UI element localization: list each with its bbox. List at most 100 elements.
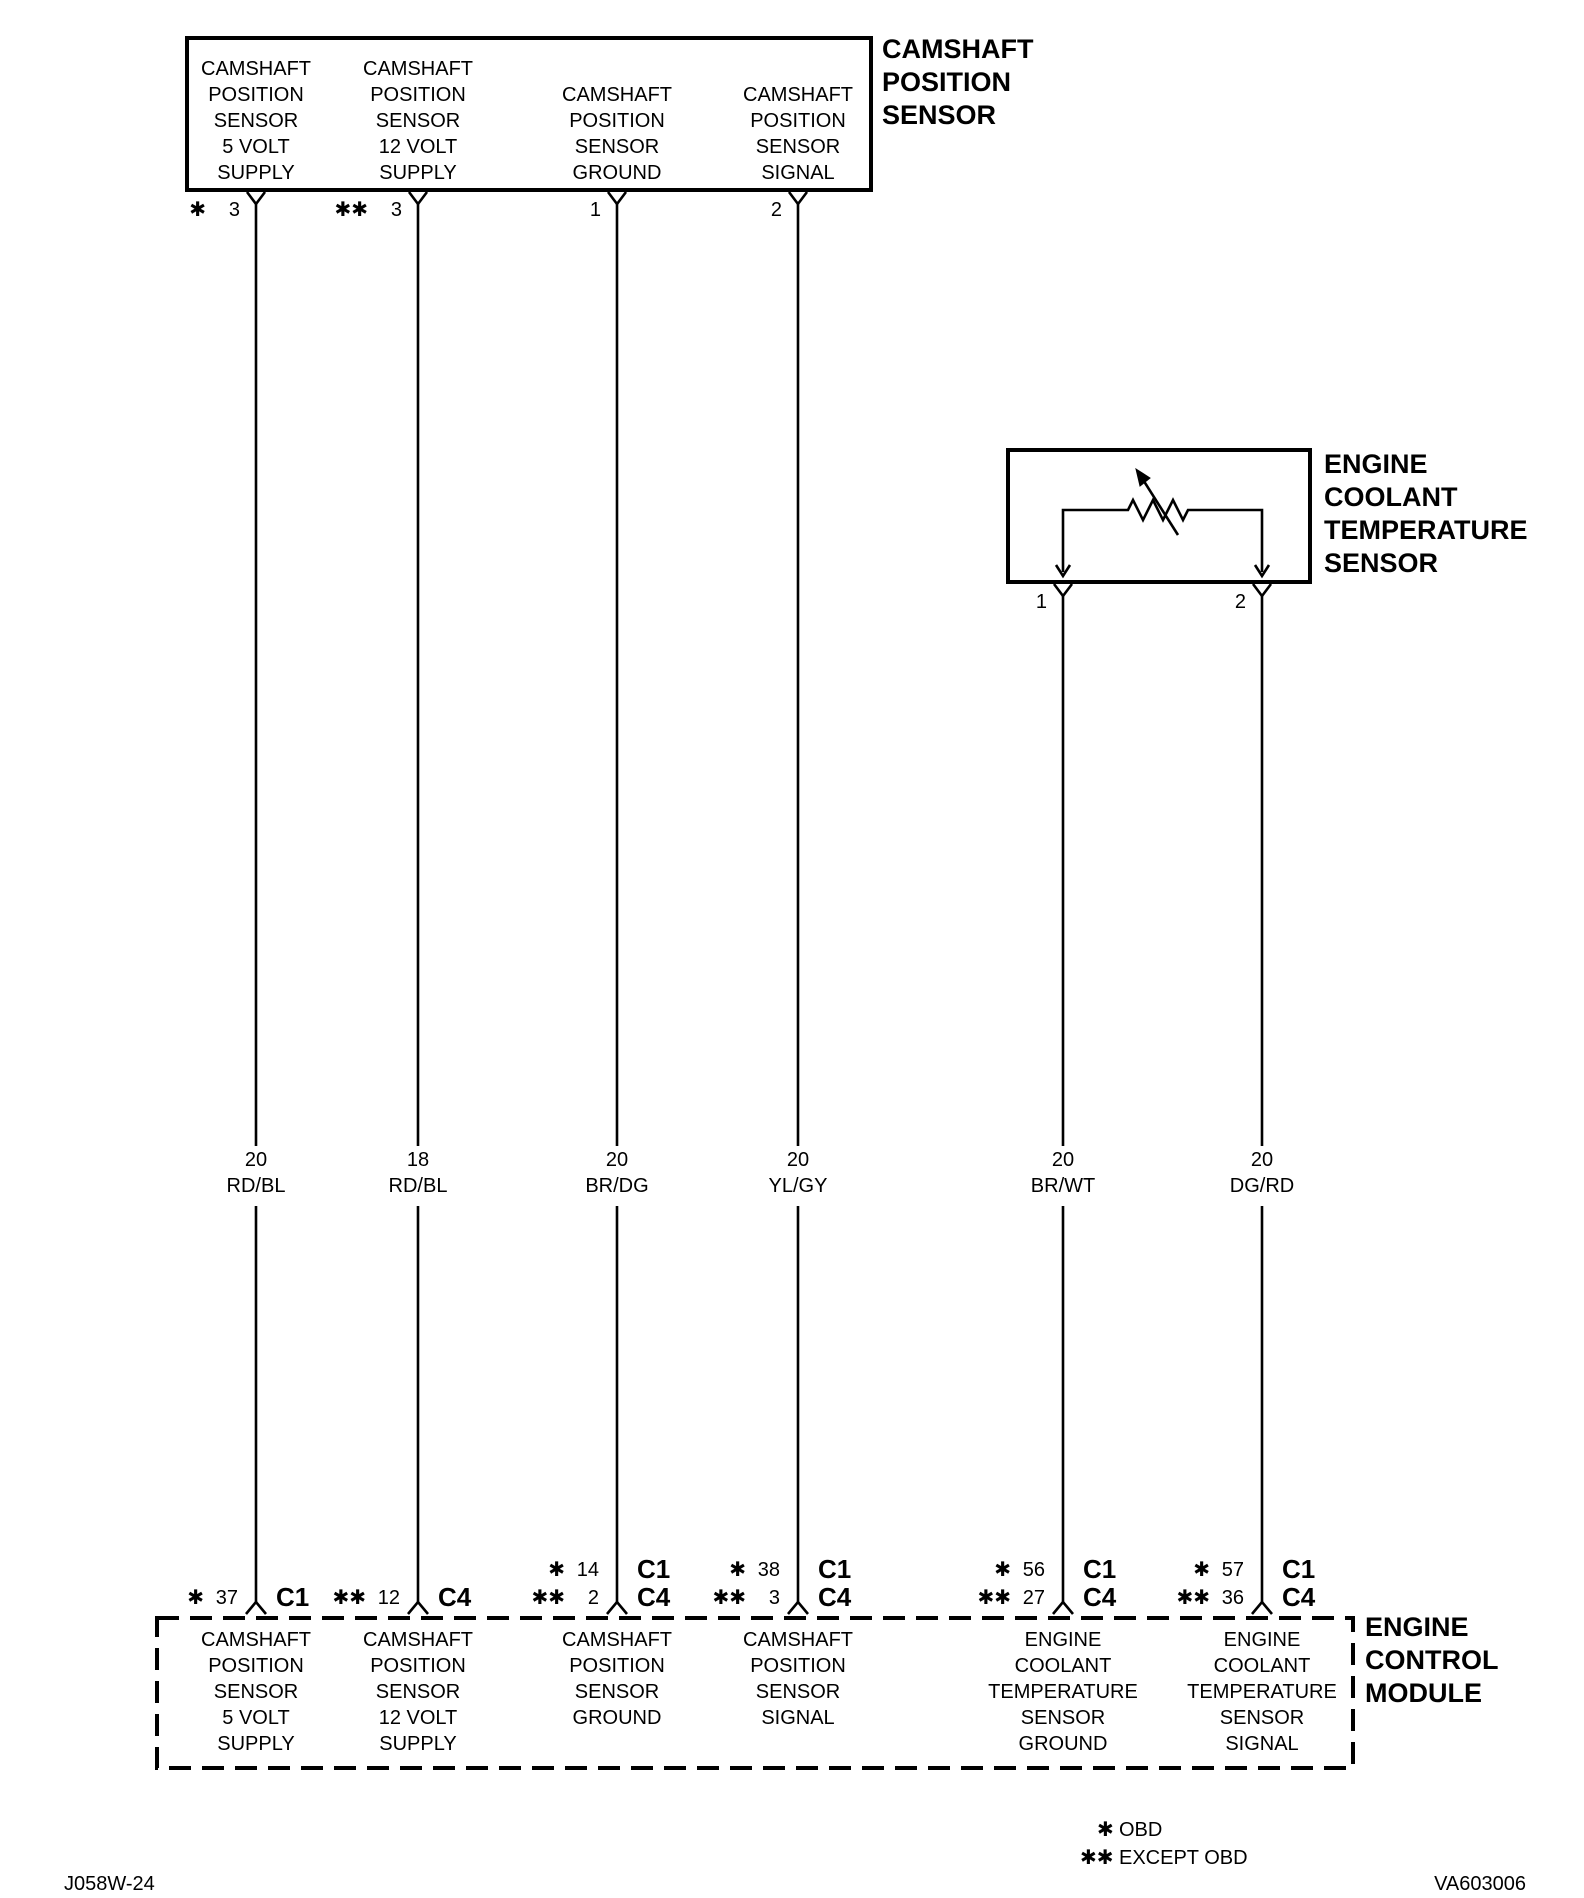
- wire-color: RD/BL: [227, 1175, 286, 1197]
- cmp-pin-label-line: SUPPLY: [217, 162, 294, 184]
- ecm-pin-mark: ✱✱: [1176, 1587, 1210, 1609]
- ect-title-line: TEMPERATURE: [1324, 515, 1528, 545]
- cmp-pin-number: 2: [771, 199, 782, 221]
- ecm-terminal-label-line: 5 VOLT: [222, 1707, 289, 1729]
- thermistor-symbol: [1054, 467, 1271, 579]
- ecm-terminal-label-line: SENSOR: [575, 1681, 659, 1703]
- ecm-connector-id: C1: [1083, 1554, 1116, 1584]
- cmp-pin-label-line: SENSOR: [575, 136, 659, 158]
- ect-sensor-box: [1006, 448, 1312, 584]
- wire-color: YL/GY: [769, 1175, 828, 1197]
- ecm-terminal-label-line: SUPPLY: [217, 1733, 294, 1755]
- connector-chevron: [407, 191, 429, 207]
- connector-chevron: [245, 1599, 267, 1615]
- wire-gauge: 20: [606, 1149, 628, 1171]
- ecm-pin-mark: ✱✱: [712, 1587, 746, 1609]
- ecm-pin-mark: ✱: [994, 1559, 1011, 1581]
- ecm-terminal-label-line: GROUND: [1019, 1733, 1108, 1755]
- ect-pin-number: 2: [1235, 591, 1246, 613]
- ecm-pin-mark: ✱✱: [332, 1587, 366, 1609]
- cmp-pin-label-line: CAMSHAFT: [743, 84, 853, 106]
- ect-title-line: ENGINE: [1324, 449, 1428, 479]
- ecm-box: [155, 1616, 1355, 1770]
- ecm-terminal-label-line: SUPPLY: [379, 1733, 456, 1755]
- cmp-pin-label-line: CAMSHAFT: [363, 58, 473, 80]
- ecm-pin-mark: ✱✱: [531, 1587, 565, 1609]
- cmp-title-line: SENSOR: [882, 100, 996, 130]
- cmp-pin-label-line: CAMSHAFT: [201, 58, 311, 80]
- connector-chevron: [787, 1599, 809, 1615]
- cmp-pin-label-line: SENSOR: [376, 110, 460, 132]
- ect-pin-number: 1: [1036, 591, 1047, 613]
- ecm-pin-mark: ✱: [548, 1559, 565, 1581]
- connector-chevron: [407, 1599, 429, 1615]
- wires: 20RD/BL18RD/BL20BR/DG20YL/GY20BR/WT20DG/…: [227, 191, 1294, 1615]
- ecm-terminal-label-line: ENGINE: [1025, 1629, 1102, 1651]
- ecm-terminal-label-line: POSITION: [750, 1655, 846, 1677]
- cmp-sensor-box: [185, 36, 873, 192]
- cmp-title-line: CAMSHAFT: [882, 34, 1034, 64]
- ecm-terminal-label-line: POSITION: [370, 1655, 466, 1677]
- ecm-terminal-label-line: SENSOR: [214, 1681, 298, 1703]
- wire-color: BR/WT: [1031, 1175, 1095, 1197]
- connector-chevron: [787, 191, 809, 207]
- ecm-terminal-label-line: 12 VOLT: [379, 1707, 458, 1729]
- legend-mark-obd: ✱: [1097, 1819, 1114, 1841]
- ecm-terminal-label-line: SENSOR: [1220, 1707, 1304, 1729]
- cmp-pin-label-line: SENSOR: [214, 110, 298, 132]
- ecm-terminal-label-line: CAMSHAFT: [363, 1629, 473, 1651]
- ecm-connector-id: C1: [818, 1554, 851, 1584]
- ecm-pin-number: 2: [588, 1587, 599, 1609]
- ecm-pin-number: 56: [1023, 1559, 1045, 1581]
- figure-code: VA603006: [1434, 1873, 1526, 1895]
- connector-chevron: [606, 191, 628, 207]
- cmp-pin-label-line: POSITION: [370, 84, 466, 106]
- ecm-connector-id: C4: [818, 1582, 852, 1612]
- cmp-pin-label-line: CAMSHAFT: [562, 84, 672, 106]
- ecm-terminal-label-line: CAMSHAFT: [201, 1629, 311, 1651]
- ecm-terminal-label-line: POSITION: [208, 1655, 304, 1677]
- cmp-pin-label-line: 5 VOLT: [222, 136, 289, 158]
- ecm-connector-id: C1: [637, 1554, 670, 1584]
- wire-gauge: 20: [1052, 1149, 1074, 1171]
- cmp-pin-label-line: SUPPLY: [379, 162, 456, 184]
- cmp-pin-label-line: SIGNAL: [761, 162, 834, 184]
- ecm-pin-number: 14: [577, 1559, 599, 1581]
- ecm-pin-number: 37: [216, 1587, 238, 1609]
- legend: ✱ OBD ✱✱ EXCEPT OBD: [1080, 1819, 1248, 1869]
- ecm-title-line: MODULE: [1365, 1678, 1482, 1708]
- ecm-terminal-label-line: TEMPERATURE: [988, 1681, 1138, 1703]
- ecm-pin-number: 3: [769, 1587, 780, 1609]
- ecm-terminal-label-line: CAMSHAFT: [743, 1629, 853, 1651]
- connector-chevron: [1251, 583, 1273, 599]
- connector-chevron: [1052, 583, 1074, 599]
- ecm-terminal-label-line: SENSOR: [376, 1681, 460, 1703]
- ecm-pin-mark: ✱: [187, 1587, 204, 1609]
- ecm-connector-id: C1: [1282, 1554, 1315, 1584]
- legend-text-obd: OBD: [1119, 1819, 1162, 1841]
- cmp-pin-number: 3: [391, 199, 402, 221]
- ecm-title-line: ENGINE: [1365, 1612, 1469, 1642]
- ecm-terminal-label-line: CAMSHAFT: [562, 1629, 672, 1651]
- wire-gauge: 20: [787, 1149, 809, 1171]
- connector-chevron: [1052, 1599, 1074, 1615]
- cmp-pin-label-line: POSITION: [750, 110, 846, 132]
- ecm-connector-id: C1: [276, 1582, 309, 1612]
- ecm-pin-number: 12: [378, 1587, 400, 1609]
- legend-mark-except-obd: ✱✱: [1080, 1847, 1114, 1869]
- ecm-title-line: CONTROL: [1365, 1645, 1498, 1675]
- cmp-title-line: POSITION: [882, 67, 1011, 97]
- diagram-code: J058W-24: [64, 1873, 155, 1895]
- ecm-pin-number: 57: [1222, 1559, 1244, 1581]
- ecm-terminal-label-line: COOLANT: [1214, 1655, 1311, 1677]
- wire-gauge: 18: [407, 1149, 429, 1171]
- connector-chevron: [1251, 1599, 1273, 1615]
- wire-color: BR/DG: [585, 1175, 648, 1197]
- wire-gauge: 20: [245, 1149, 267, 1171]
- ecm-pin-mark: ✱✱: [977, 1587, 1011, 1609]
- ecm-terminal-label-line: SIGNAL: [761, 1707, 834, 1729]
